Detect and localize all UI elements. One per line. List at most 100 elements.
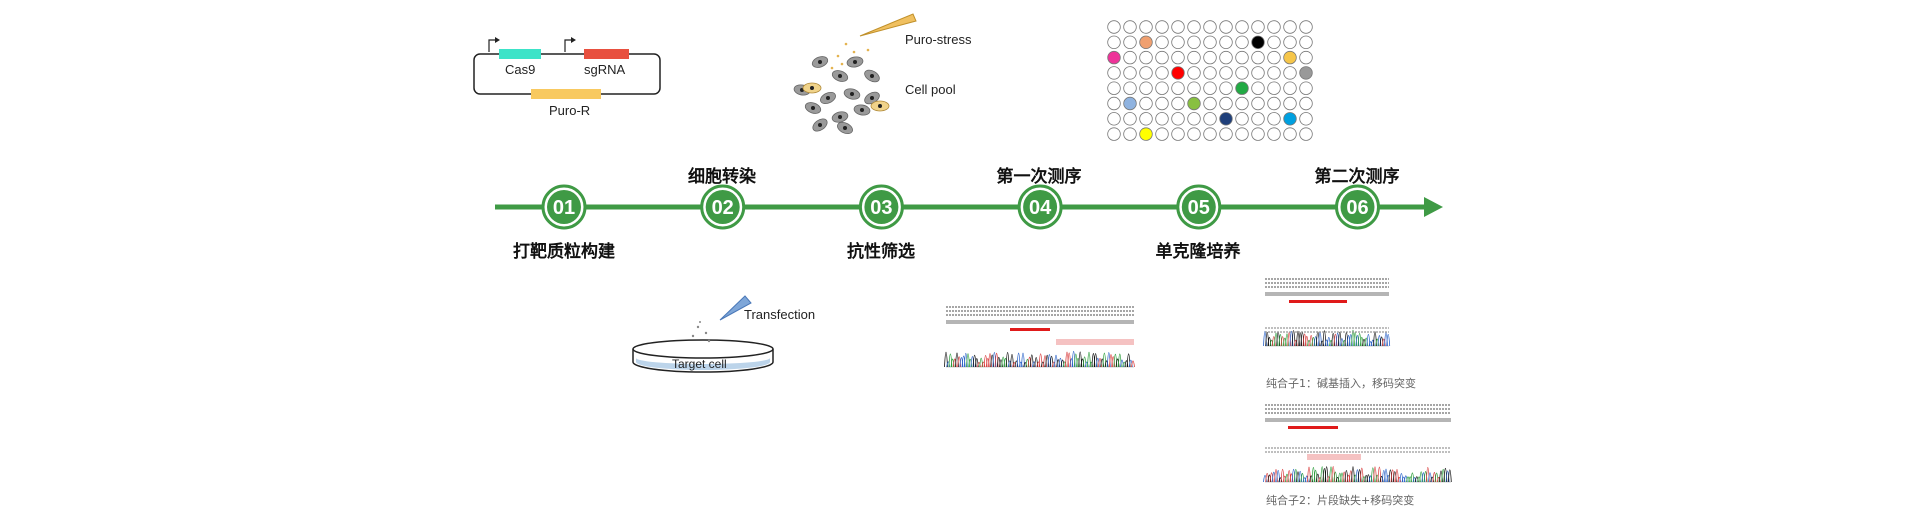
plate-well: [1219, 50, 1233, 65]
puro-stress-label: Puro-stress: [905, 32, 972, 47]
plate-well: [1171, 81, 1185, 95]
plate-well: [1219, 20, 1233, 34]
plate-well: [1219, 81, 1233, 95]
clone1-caption: 纯合子1：碱基插入，移码突变: [1266, 377, 1416, 390]
clone1-chromatogram: [1263, 278, 1391, 347]
plate-well: [1187, 35, 1201, 50]
plate-well: [1155, 81, 1169, 95]
plate-well: [1219, 127, 1233, 141]
plate-well: [1187, 112, 1201, 126]
plate-well: [1171, 112, 1185, 126]
plate-well: [1299, 35, 1313, 50]
plate-well: [1219, 66, 1233, 80]
plate-well: [1267, 66, 1281, 80]
promoter-arrow-1: [488, 39, 497, 52]
plate-well: [1283, 81, 1297, 95]
plate-well: [1107, 81, 1121, 95]
plate-well: [1235, 96, 1249, 111]
step-node-01: 01: [541, 184, 587, 230]
plate-well: [1155, 35, 1169, 50]
plate-well: [1123, 127, 1137, 141]
step-number-06: 06: [1346, 197, 1368, 219]
plate-well: [1219, 35, 1233, 50]
plate-well: [1123, 35, 1137, 50]
plate-well: [1251, 35, 1265, 50]
sgrna-segment: [584, 49, 629, 59]
plate-well: [1203, 96, 1217, 111]
sgrna-label: sgRNA: [584, 62, 626, 77]
plate-well: [1299, 112, 1313, 126]
transfection-pipette-icon: [719, 295, 752, 321]
plate-well: [1299, 50, 1313, 65]
plate-well: [1267, 112, 1281, 126]
plate-well: [1107, 66, 1121, 80]
plate-well: [1235, 127, 1249, 141]
plate-well: [1171, 50, 1185, 65]
clone2-chromatogram: [1263, 404, 1452, 483]
plate-well: [1251, 112, 1265, 126]
plate-well: [1139, 20, 1153, 34]
step-number-02: 02: [712, 197, 734, 219]
plate-well: [1267, 35, 1281, 50]
plate-well: [1283, 96, 1297, 111]
plate-well: [1235, 112, 1249, 126]
plate-well: [1219, 112, 1233, 126]
cell-pool-icon: [793, 56, 890, 135]
plate-well: [1187, 81, 1201, 95]
transfection-dish-icon: [632, 295, 774, 373]
plate-well: [1203, 81, 1217, 95]
step-node-05: 05: [1176, 184, 1222, 230]
plate-well: [1107, 127, 1121, 141]
promoter-arrow-2: [564, 39, 573, 52]
plate-well: [1251, 50, 1265, 65]
plate-well: [1235, 50, 1249, 65]
plate-well: [1155, 96, 1169, 111]
clone2-caption: 纯合子2：片段缺失+移码突变: [1266, 494, 1415, 507]
step-02-label: 细胞转染: [688, 167, 756, 187]
plate-well: [1187, 66, 1201, 80]
plate-well: [1235, 35, 1249, 50]
plate-well: [1187, 20, 1201, 34]
plate-well: [1123, 66, 1137, 80]
plate-well: [1283, 35, 1297, 50]
plate-well: [1107, 96, 1121, 111]
plate-well: [1171, 35, 1185, 50]
plate-well: [1139, 127, 1153, 141]
plate-well: [1251, 96, 1265, 111]
plate-well: [1283, 20, 1297, 34]
clone-plate-icon: [1107, 20, 1313, 141]
plate-well: [1299, 20, 1313, 34]
plate-well: [1235, 20, 1249, 34]
plate-well: [1267, 20, 1281, 34]
plate-well: [1139, 112, 1153, 126]
plate-well: [1171, 96, 1185, 111]
plate-well: [1107, 112, 1121, 126]
plate-well: [1123, 81, 1137, 95]
plate-well: [1267, 81, 1281, 95]
plasmid-backbone: [473, 53, 661, 95]
promoter-arrow-2-head: [571, 37, 576, 43]
plate-well: [1139, 50, 1153, 65]
plate-well: [1251, 20, 1265, 34]
plate-well: [1171, 20, 1185, 34]
plate-well: [1155, 50, 1169, 65]
step-number-05: 05: [1188, 197, 1210, 219]
transfection-label: Transfection: [744, 307, 816, 322]
plate-well: [1107, 20, 1121, 34]
puro-segment: [531, 89, 601, 99]
step-05-label: 单克隆培养: [1155, 242, 1241, 262]
plate-well: [1299, 81, 1313, 95]
plate-well: [1203, 20, 1217, 34]
step-node-04: 04: [1017, 184, 1063, 230]
plate-well: [1251, 81, 1265, 95]
plate-well: [1107, 50, 1121, 65]
plate-well: [1171, 127, 1185, 141]
plate-well: [1123, 112, 1137, 126]
plate-well: [1155, 20, 1169, 34]
first-sequencing-chromatogram: [944, 306, 1135, 368]
plate-well: [1171, 66, 1185, 80]
plate-well: [1203, 50, 1217, 65]
plate-well: [1203, 127, 1217, 141]
step-node-02: 02: [700, 184, 746, 230]
